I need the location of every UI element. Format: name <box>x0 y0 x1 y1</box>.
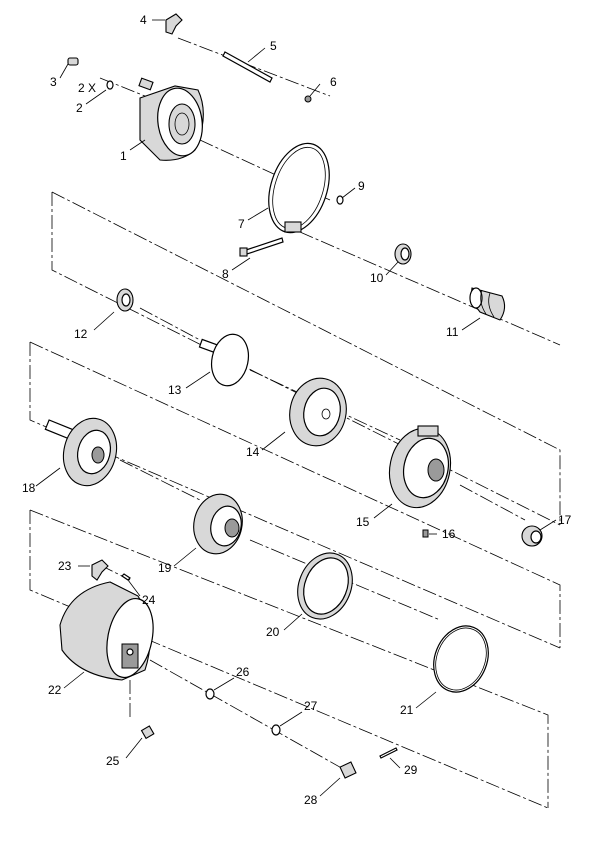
callout-23: 23 <box>58 559 72 573</box>
part-18-rotor <box>44 417 118 487</box>
callout-19: 19 <box>158 561 172 575</box>
part-29-pin <box>379 747 398 759</box>
part-23-elbow-fitting <box>91 559 109 581</box>
callout-27: 27 <box>304 699 318 713</box>
part-20-snap-ring <box>297 552 353 620</box>
part-22-cover <box>59 581 154 681</box>
callout-26: 26 <box>236 665 250 679</box>
callout-18: 18 <box>22 481 36 495</box>
callout-20: 20 <box>266 625 280 639</box>
callout-10: 10 <box>370 271 384 285</box>
callout-9: 9 <box>358 179 365 193</box>
callout-2x: 2 X <box>78 81 96 95</box>
callout-16: 16 <box>442 527 456 541</box>
callout-21: 21 <box>400 703 414 717</box>
callout-15: 15 <box>356 515 370 529</box>
callout-11: 11 <box>446 325 459 339</box>
part-24-pin <box>121 573 131 581</box>
part-16-screw <box>422 529 429 538</box>
callout-4: 4 <box>140 13 147 27</box>
callout-29: 29 <box>404 763 418 777</box>
part-13-piston <box>198 333 250 387</box>
callout-25: 25 <box>106 754 120 768</box>
leader-lines <box>35 19 557 797</box>
callout-24: 24 <box>142 593 156 607</box>
part-5-rod <box>222 51 273 83</box>
part-26-oring <box>205 688 215 700</box>
part-19-bearing <box>193 493 243 555</box>
part-21-large-oring <box>433 625 489 693</box>
callout-7: 7 <box>238 217 245 231</box>
part-17-ring <box>521 525 543 547</box>
part-6-plug <box>304 95 312 103</box>
part-7-clamp-band <box>268 142 330 234</box>
callout-3: 3 <box>50 75 57 89</box>
part-14-diaphragm <box>289 377 347 447</box>
callout-13: 13 <box>168 383 182 397</box>
callout-1: 1 <box>120 149 127 163</box>
callout-12: 12 <box>74 327 88 341</box>
callout-6: 6 <box>330 75 337 89</box>
callout-28: 28 <box>304 793 318 807</box>
callout-5: 5 <box>270 39 277 53</box>
callout-17: 17 <box>558 513 572 527</box>
part-4-elbow-fitting <box>165 13 183 35</box>
callout-8: 8 <box>222 267 229 281</box>
part-9-nut <box>336 195 344 205</box>
part-15-housing <box>388 425 452 509</box>
callout-14: 14 <box>246 445 260 459</box>
part-2-oring <box>106 80 114 90</box>
callout-2: 2 <box>76 101 83 115</box>
part-3-fitting <box>67 57 79 66</box>
part-12-seal <box>116 288 134 312</box>
part-11-bellows-boot <box>469 287 506 321</box>
part-25-valve <box>129 680 155 740</box>
part-10-seal <box>394 243 412 265</box>
part-28-nut <box>339 761 357 779</box>
part-1-housing <box>138 77 204 161</box>
callout-22: 22 <box>48 683 62 697</box>
part-8-bolt <box>239 237 284 257</box>
part-27-oring <box>271 724 281 736</box>
callout-labels: 1 2 2 X 3 4 5 6 7 8 9 10 11 12 13 14 15 … <box>22 13 572 807</box>
